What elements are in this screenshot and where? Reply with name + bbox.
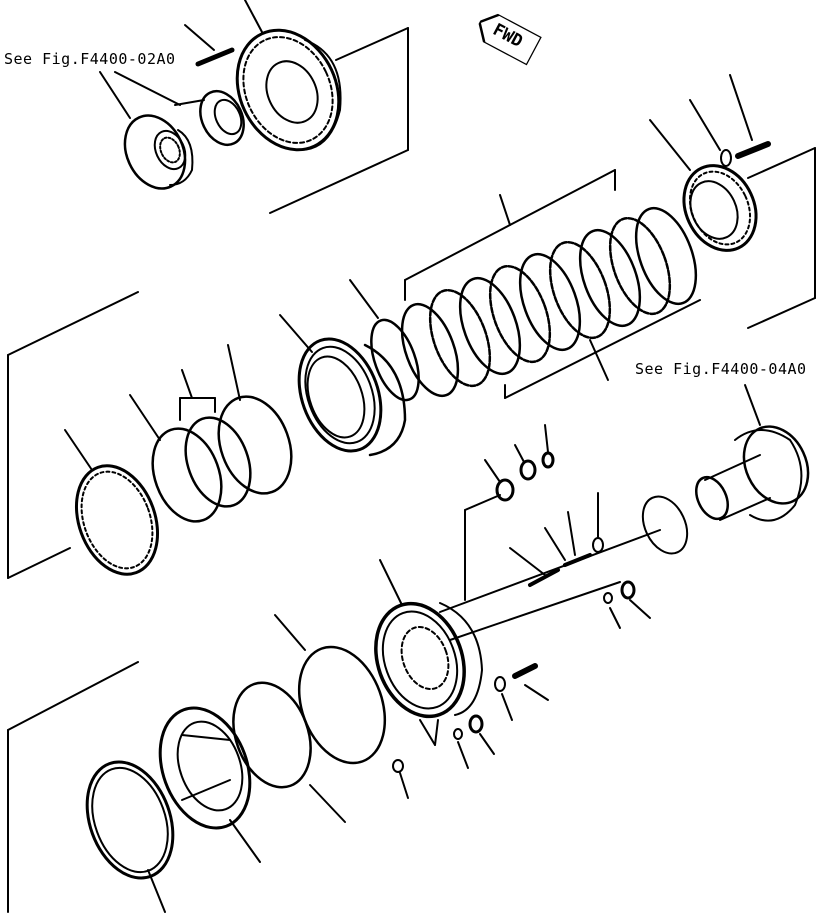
group-boundary-line [7, 291, 139, 356]
spring-and-pins [509, 492, 604, 587]
piston [64, 429, 160, 576]
group-boundary-line [269, 149, 409, 214]
clutch-disc-stack [400, 169, 701, 399]
clutch-drum [279, 314, 407, 457]
thrust-ring [641, 495, 689, 555]
washer [689, 99, 732, 167]
ring-gear [649, 119, 758, 252]
bottom-seal-ring [232, 681, 346, 823]
output-shaft-hub [695, 384, 810, 522]
long-shaft [439, 529, 661, 641]
bottom-piston [158, 706, 261, 863]
carrier-housing [374, 559, 483, 719]
o-ring [129, 394, 223, 523]
group-boundary-line [335, 27, 409, 61]
reference-label-f4400-02a0: See Fig.F4400-02A0 [4, 50, 176, 68]
fwd-arrow-icon [478, 13, 544, 68]
top-stud-bolt [184, 24, 235, 67]
reference-label-f4400-04a0: See Fig.F4400-04A0 [635, 360, 807, 378]
group-boundary-line [7, 547, 71, 579]
large-o-ring [274, 614, 387, 765]
group-boundary-line [7, 661, 139, 731]
splined-flange [99, 71, 194, 190]
fitting-set [464, 424, 555, 601]
bottom-outer-ring [85, 760, 175, 913]
seal-ring-pair [179, 344, 293, 508]
group-boundary-line [747, 297, 816, 329]
fwd-direction-arrow: FWD [472, 8, 544, 68]
snap-ring [349, 279, 420, 402]
top-housing-gear [235, 0, 342, 152]
bearing-ring [174, 90, 245, 146]
small-bolt [729, 74, 771, 159]
bottom-fasteners [392, 663, 549, 799]
group-boundary-line [747, 147, 816, 179]
